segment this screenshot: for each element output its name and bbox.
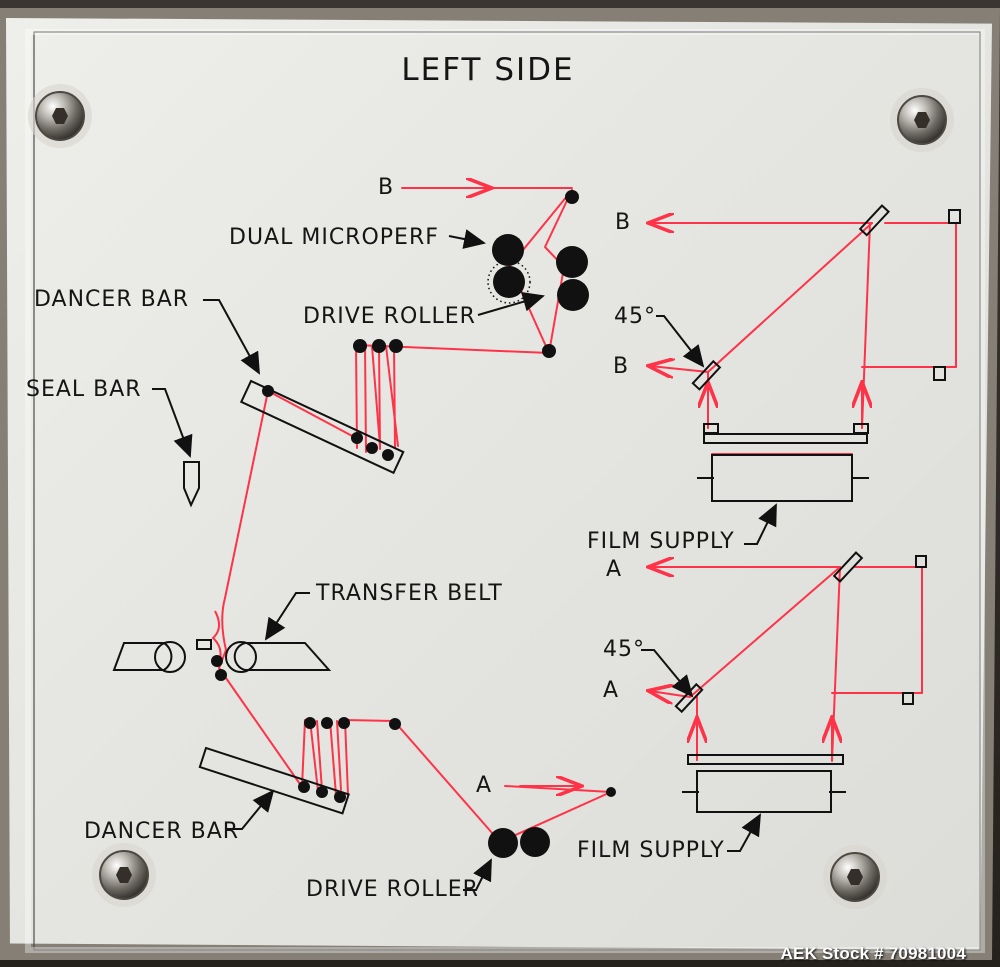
inner-border (33, 31, 981, 951)
bottom-45-plate-lower (674, 682, 704, 714)
right-mid-a-label: A (603, 678, 619, 703)
screw-top-right (890, 88, 954, 152)
dancer-bar-top-label: DANCER BAR (34, 287, 189, 312)
screw-bottom-right (823, 845, 887, 909)
drive-roller-top-label: DRIVE ROLLER (303, 304, 476, 329)
transfer-belt-label: TRANSFER BELT (315, 581, 503, 606)
top-45-plate-lower (691, 359, 722, 391)
glass-reflection (25, 29, 985, 953)
top-angle-label: 45° (614, 304, 656, 329)
diagram-plate (6, 18, 992, 950)
equipment-outlines (112, 204, 961, 815)
transfer-belt-right (233, 642, 332, 671)
right-top-a-label: A (606, 557, 622, 582)
bottom-a-label: A (476, 773, 492, 798)
bottom-angle-label: 45° (603, 637, 645, 662)
hex-socket-icon (52, 108, 68, 124)
roller-circle-icon (492, 234, 524, 266)
hex-socket-icon (914, 112, 930, 128)
dancer-bar-top-frame (239, 379, 405, 475)
seal-bar-shape (183, 461, 200, 508)
roller-circle-icon (488, 828, 518, 858)
dancer-bar-bottom-label: DANCER BAR (84, 819, 239, 844)
bottom-45-plate-upper (832, 551, 864, 583)
microperf-roller-icon (493, 266, 525, 298)
drive-roller-bottom-label: DRIVE ROLLER (306, 877, 479, 902)
roller-circle-icon (565, 190, 579, 204)
diagram-title: LEFT SIDE (401, 52, 574, 88)
seal-bar-label: SEAL BAR (26, 377, 142, 402)
rollers (211, 190, 616, 858)
hex-socket-icon (116, 867, 132, 883)
dual-microperf-label: DUAL MICROPERF (229, 225, 439, 250)
transfer-belt-left (112, 642, 173, 671)
roller-circle-icon (556, 246, 588, 278)
top-b-label: B (378, 175, 394, 200)
top-45-plate-upper (858, 204, 890, 237)
film-supply-bottom-label: FILM SUPPLY (577, 838, 725, 863)
roller-circle-icon (557, 279, 589, 311)
roller-circle-icon (520, 827, 550, 857)
film-paths (218, 188, 957, 843)
leader-lines (152, 229, 777, 891)
dancer-bar-bottom-frame (198, 746, 350, 815)
screw-bottom-left (92, 843, 156, 907)
right-top-b-label: B (615, 210, 631, 235)
screw-top-left (28, 84, 92, 148)
hex-socket-icon (847, 869, 863, 885)
film-supply-top-label: FILM SUPPLY (587, 529, 735, 554)
right-mid-b-label: B (613, 354, 629, 379)
stock-watermark: AEK Stock # 70981004 (780, 944, 966, 963)
roller-circle-icon (542, 344, 556, 358)
